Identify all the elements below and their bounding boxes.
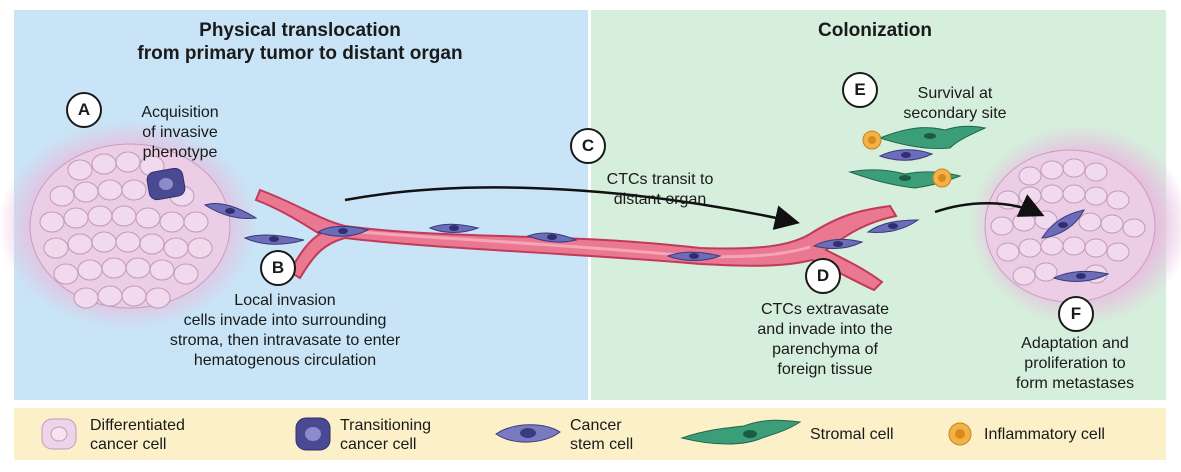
step-e-label: Survival at secondary site — [903, 85, 1007, 122]
step-d-label: CTCs extravasate and invade into the par… — [757, 301, 893, 378]
step-a-label: Acquisition of invasive phenotype — [141, 104, 219, 161]
transitioning-cell-icon — [295, 417, 331, 451]
step-c-badge: C — [570, 128, 606, 164]
right-panel-title: Colonization — [818, 20, 932, 41]
stromal-cell-icon — [680, 419, 802, 445]
inflammatory-cells — [862, 130, 952, 188]
step-d-badge: D — [805, 258, 841, 294]
left-panel-title: Physical translocation from primary tumo… — [137, 20, 463, 64]
step-b-label: Local invasion cells invade into surroun… — [169, 292, 401, 369]
legend-stem-label: Cancer stem cell — [570, 417, 634, 453]
colonization-arrow — [934, 194, 1045, 217]
legend-inflammatory-label: Inflammatory cell — [984, 426, 1105, 443]
step-f-label: Adaptation and proliferation to form met… — [1015, 335, 1135, 392]
step-b-badge: B — [260, 250, 296, 286]
metastatic-tumor — [970, 125, 1181, 325]
legend-transitioning-label: Transitioning cancer cell — [340, 417, 432, 453]
step-f-badge: F — [1058, 296, 1094, 332]
legend-differentiated-label: Differentiated cancer cell — [90, 417, 185, 453]
diagram-artwork — [0, 10, 1181, 400]
legend-stromal-label: Stromal cell — [810, 426, 894, 443]
step-c-label: CTCs transit to distant organ — [606, 171, 714, 208]
step-a-badge: A — [66, 92, 102, 128]
primary-tumor — [0, 120, 258, 330]
transit-arrow — [344, 186, 800, 230]
legend: Differentiated cancer cell Transitioning… — [14, 408, 1166, 460]
differentiated-cell-icon — [41, 418, 77, 450]
stem-cell-at-secondary-site — [878, 149, 934, 161]
inflammatory-cell-icon — [948, 422, 972, 446]
stem-cell-icon — [495, 424, 561, 443]
step-e-badge: E — [842, 72, 878, 108]
